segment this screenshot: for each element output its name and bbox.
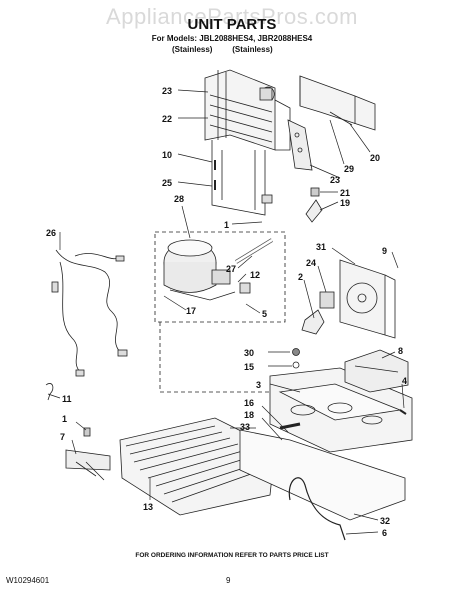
ordering-note: FOR ORDERING INFORMATION REFER TO PARTS … (135, 552, 329, 559)
watermark: AppliancePartsPros.com (106, 4, 358, 29)
variant-label: (Stainless) (172, 45, 213, 54)
callout-32: 32 (380, 516, 390, 526)
frame (211, 140, 273, 216)
callout-28: 28 (174, 194, 184, 204)
callout-8: 8 (398, 346, 403, 356)
page-number: 9 (226, 576, 231, 585)
callout-16: 16 (244, 398, 254, 408)
fan-motor-bracket (339, 259, 396, 339)
callout-18: 18 (244, 410, 254, 420)
evaporator-cover (287, 119, 313, 171)
callout-9: 9 (382, 246, 387, 256)
callout-19: 19 (340, 198, 350, 208)
compressor (163, 239, 236, 301)
models-subtitle: For Models: JBL2088HES4, JBR2088HES4 (151, 34, 313, 43)
relay-harness (65, 449, 111, 481)
condenser-assembly (204, 69, 291, 151)
variant-label: (Stainless) (232, 45, 273, 54)
callout-30: 30 (244, 348, 254, 358)
document-number: W10294601 (6, 576, 50, 585)
wiring-harness (51, 249, 128, 377)
callout-20: 20 (370, 153, 380, 163)
callout-1: 1 (224, 220, 229, 230)
drier (234, 238, 274, 294)
page-title: UNIT PARTS (187, 16, 277, 33)
callout-5: 5 (262, 309, 267, 319)
callout-12: 12 (250, 270, 260, 280)
callout-33: 33 (240, 422, 250, 432)
callout-11: 11 (62, 394, 72, 404)
air-duct-bracket (299, 75, 376, 131)
callout-6: 6 (382, 528, 387, 538)
condenser-coil (119, 417, 276, 516)
fan-motor (301, 291, 335, 335)
callout-22: 22 (162, 114, 172, 124)
callout-3: 3 (256, 380, 261, 390)
callout-1b: 1 (62, 414, 67, 424)
callout-31: 31 (316, 242, 326, 252)
callout-10: 10 (162, 150, 172, 160)
callout-27: 27 (226, 264, 236, 274)
drain-tube (288, 477, 346, 541)
callout-21: 21 (340, 188, 350, 198)
thermistor (305, 187, 323, 223)
callout-26: 26 (46, 228, 56, 238)
compressor-kit-box (154, 231, 286, 323)
callout-2: 2 (298, 272, 303, 282)
callout-4: 4 (402, 376, 407, 386)
callout-25: 25 (162, 178, 172, 188)
callout-24: 24 (306, 258, 316, 268)
callout-15: 15 (244, 362, 254, 372)
callout-13: 13 (143, 502, 153, 512)
callout-29: 29 (344, 164, 354, 174)
electrical-bracket (344, 349, 409, 393)
variants-row: (Stainless) (Stainless) (172, 45, 372, 54)
callout-17: 17 (186, 306, 196, 316)
callout-7: 7 (60, 432, 65, 442)
callout-23: 23 (162, 86, 172, 96)
callout-23b: 23 (330, 175, 340, 185)
